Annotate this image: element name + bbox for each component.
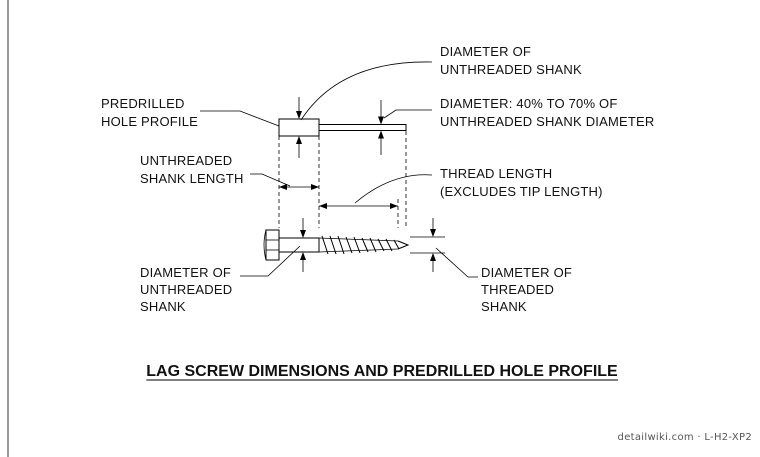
leader-hole-diameter (383, 109, 432, 119)
footer-reference: detailwiki.com · L-H2-XP2 (618, 432, 752, 443)
label-predrilled-hole-profile: PREDRILLED HOLE PROFILE (101, 96, 198, 129)
label-unthreaded-diameter-top: DIAMETER OF UNTHREADED SHANK (440, 44, 582, 77)
label-unthreaded-shank-length: UNTHREADED SHANK LENGTH (140, 153, 244, 186)
hole-large-section (278, 118, 320, 137)
dim-unthreaded-length (279, 184, 319, 190)
leader-unthreaded-diameter-top (300, 61, 433, 121)
leader-thread-length (354, 174, 433, 204)
dim-unthreaded-diameter-bottom (300, 218, 306, 272)
lag-screw (263, 229, 410, 261)
dim-pilot-diameter (378, 100, 384, 155)
leader-unthreaded-length (250, 173, 291, 187)
dim-unthreaded-diameter-top (296, 97, 302, 158)
unthreaded-shank (278, 237, 320, 253)
leader-unthreaded-diameter-bottom (240, 245, 301, 277)
label-unthreaded-diameter-bottom: DIAMETER OF UNTHREADED SHANK (140, 265, 236, 314)
dim-threaded-diameter (410, 218, 445, 272)
dim-thread-length (319, 199, 399, 228)
predrilled-hole-profile (278, 118, 407, 137)
drawing-title: LAG SCREW DIMENSIONS AND PREDRILLED HOLE… (146, 363, 618, 380)
label-threaded-diameter: DIAMETER OF THREADED SHANK (481, 265, 576, 314)
label-hole-diameter: DIAMETER: 40% TO 70% OF UNTHREADED SHANK… (440, 96, 654, 129)
leader-threaded-diameter (435, 247, 478, 278)
leader-predrilled-hole (200, 110, 280, 127)
threaded-shank (318, 235, 410, 255)
hole-pilot-section (318, 124, 407, 131)
label-thread-length: THREAD LENGTH (EXCLUDES TIP LENGTH) (440, 166, 603, 199)
screw-head (265, 229, 280, 261)
